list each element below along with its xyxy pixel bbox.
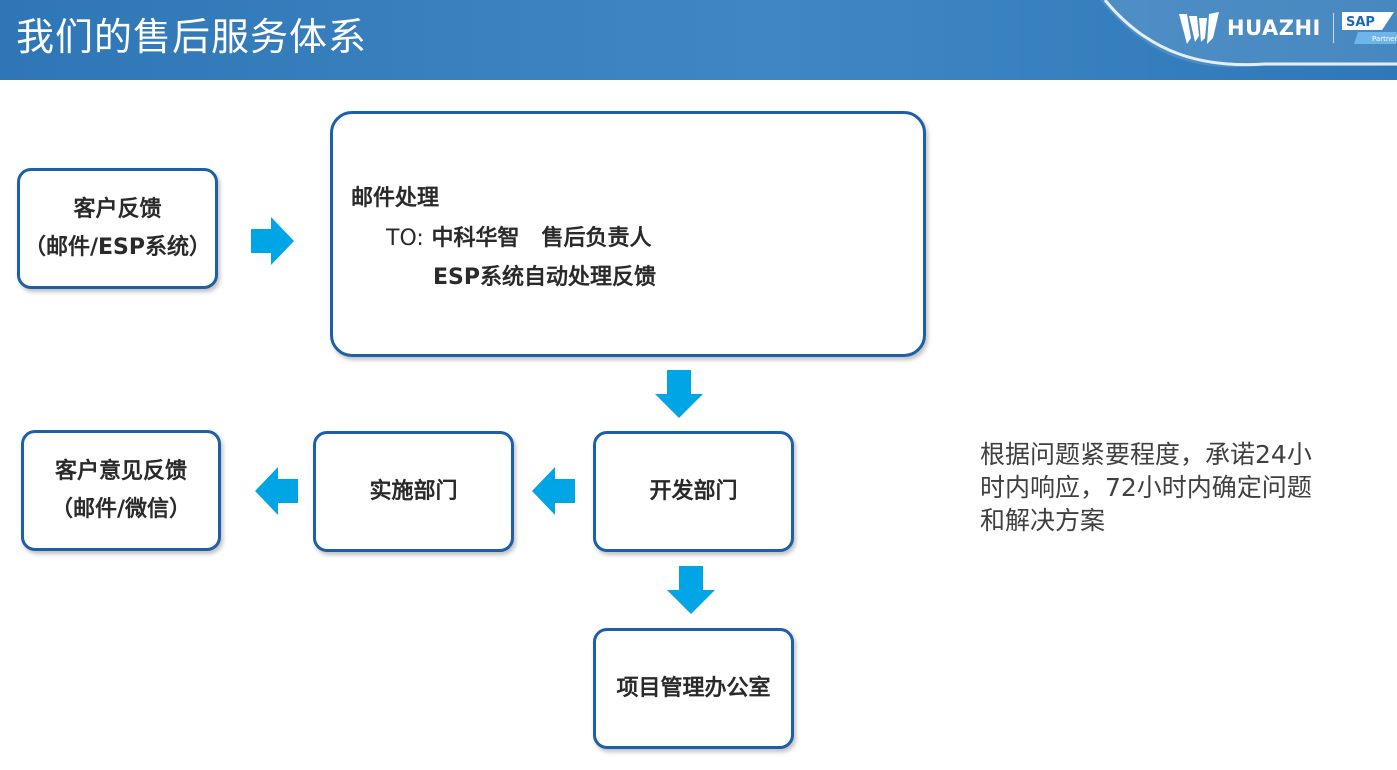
arrow-left-icon	[255, 467, 298, 515]
logo-divider	[1332, 13, 1334, 43]
response-commitment-note: 根据问题紧要程度，承诺24小 时内响应，72小时内确定问题 和解决方案	[980, 438, 1360, 537]
customer-opinion-title: 客户意见反馈	[54, 458, 187, 484]
header-bar: 我们的售后服务体系 HUAZHI SAP Partner	[0, 0, 1397, 80]
customer-feedback-title: 客户反馈	[73, 196, 162, 222]
customer-feedback-channels: （邮件/ESP系统）	[23, 234, 212, 260]
implementation-dept-label: 实施部门	[369, 478, 458, 504]
mail-processing-title: 邮件处理	[351, 186, 440, 211]
note-line-1: 根据问题紧要程度，承诺24小	[980, 440, 1312, 469]
header-swoosh-shape	[1100, 0, 1397, 68]
customer-opinion-box: 客户意见反馈 （邮件/微信）	[21, 430, 221, 551]
sap-partner-badge: SAP Partner	[1341, 12, 1397, 44]
customer-opinion-channels: （邮件/微信）	[50, 496, 192, 522]
note-line-2: 时内响应，72小时内确定问题	[980, 473, 1312, 502]
pmo-box: 项目管理办公室	[593, 628, 794, 749]
esp-auto-process-line: ESP系统自动处理反馈	[433, 265, 656, 290]
mail-to-line: TO: 中科华智 售后负责人	[386, 220, 651, 252]
arrow-down-icon	[655, 370, 703, 418]
sap-badge-label: Partner	[1372, 35, 1397, 43]
sap-badge-brand: SAP	[1346, 15, 1375, 30]
note-line-3: 和解决方案	[980, 506, 1106, 535]
mail-processing-box: 邮件处理 TO: 中科华智 售后负责人 ESP系统自动处理反馈	[330, 111, 926, 357]
pmo-label: 项目管理办公室	[616, 675, 771, 701]
logo-text: HUAZHI	[1227, 16, 1321, 40]
implementation-dept-box: 实施部门	[313, 431, 514, 552]
mail-to-prefix: TO:	[386, 226, 424, 251]
development-dept-box: 开发部门	[593, 431, 794, 552]
mail-to-recipient: 中科华智 售后负责人	[431, 226, 652, 251]
huazhi-logo-icon	[1179, 12, 1219, 44]
development-dept-label: 开发部门	[649, 478, 738, 504]
arrow-right-icon	[251, 217, 294, 265]
arrow-left-icon	[532, 467, 575, 515]
arrow-down-icon	[667, 566, 715, 614]
page-title: 我们的售后服务体系	[16, 15, 368, 59]
customer-feedback-box: 客户反馈 （邮件/ESP系统）	[17, 168, 218, 289]
company-logo: HUAZHI SAP Partner	[1175, 8, 1397, 48]
